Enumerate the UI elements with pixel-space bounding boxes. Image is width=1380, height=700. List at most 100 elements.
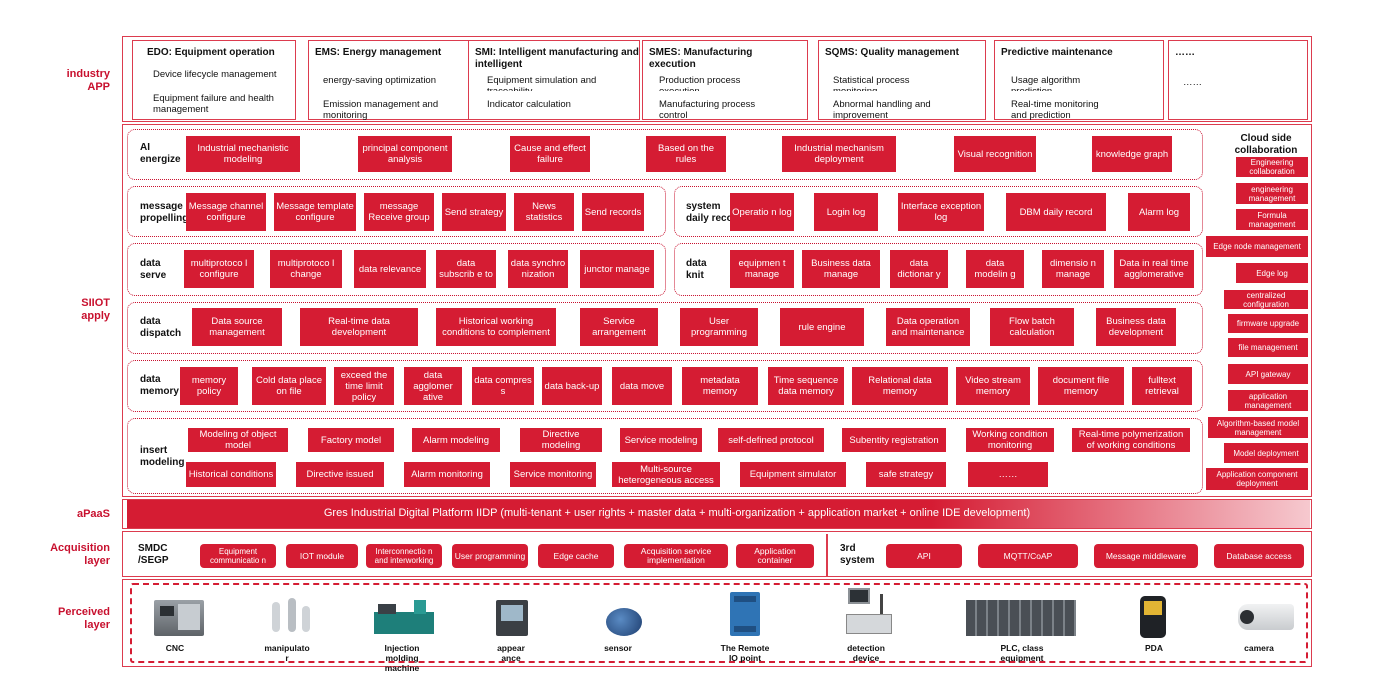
- insert-equipment-simulator[interactable]: Equipment simulator: [740, 462, 846, 487]
- cloud-centralized-configuration[interactable]: centralized configuration: [1224, 290, 1308, 309]
- memory-document-file[interactable]: document file memory: [1038, 367, 1124, 405]
- dispatch-flow-batch-calculation[interactable]: Flow batch calculation: [990, 308, 1074, 346]
- memory-policy[interactable]: memory policy: [180, 367, 238, 405]
- ai-industrial-mechanistic-modeling[interactable]: Industrial mechanistic modeling: [186, 136, 300, 172]
- acq-api[interactable]: API: [886, 544, 962, 568]
- memory-metadata-memory[interactable]: metadata memory: [682, 367, 758, 405]
- dispatch-data-operation-maintenance[interactable]: Data operation and maintenance: [886, 308, 970, 346]
- ai-cause-effect-failure[interactable]: Cause and effect failure: [510, 136, 590, 172]
- insert-safe-strategy[interactable]: safe strategy: [866, 462, 946, 487]
- acq-mqtt-coap[interactable]: MQTT/CoAP: [978, 544, 1078, 568]
- insert-more[interactable]: ……: [968, 462, 1048, 487]
- memory-data-agglomerative[interactable]: data agglomer ative: [404, 367, 462, 405]
- insert-service-monitoring[interactable]: Service monitoring: [510, 462, 596, 487]
- message-receive-group[interactable]: message Receive group: [364, 193, 434, 231]
- system-alarm-log[interactable]: Alarm log: [1128, 193, 1190, 231]
- acq-database-access[interactable]: Database access: [1214, 544, 1304, 568]
- insert-factory-model[interactable]: Factory model: [308, 428, 394, 452]
- ai-based-on-rules[interactable]: Based on the rules: [646, 136, 726, 172]
- acq-edge-cache[interactable]: Edge cache: [538, 544, 614, 568]
- cloud-formula-management[interactable]: Formula management: [1236, 209, 1308, 230]
- insert-alarm-modeling[interactable]: Alarm modeling: [412, 428, 500, 452]
- app-card-predictive[interactable]: Predictive maintenance Usage algorithm p…: [994, 40, 1164, 121]
- knit-data-realtime-agglomerative[interactable]: Data in real time agglomerative: [1114, 250, 1194, 288]
- insert-service-modeling[interactable]: Service modeling: [620, 428, 702, 452]
- memory-exceed-time-limit-policy[interactable]: exceed the time limit policy: [334, 367, 394, 405]
- cloud-engineering-collaboration[interactable]: Engineering collaboration: [1236, 157, 1308, 177]
- knit-dimension-manage[interactable]: dimensio n manage: [1042, 250, 1104, 288]
- message-channel-configure[interactable]: Message channel configure: [186, 193, 266, 231]
- message-template-configure[interactable]: Message template configure: [274, 193, 356, 231]
- dispatch-data-source-management[interactable]: Data source management: [192, 308, 282, 346]
- memory-data-compress[interactable]: data compres s: [472, 367, 534, 405]
- system-operation-log[interactable]: Operatio n log: [730, 193, 794, 231]
- app-card-ems[interactable]: EMS: Energy management energy-saving opt…: [308, 40, 470, 121]
- app-card-sqms[interactable]: SQMS: Quality management Statistical pro…: [818, 40, 986, 121]
- cloud-engineering-management[interactable]: engineering management: [1236, 183, 1308, 204]
- knit-equipment-manage[interactable]: equipmen t manage: [730, 250, 794, 288]
- cloud-edge-log[interactable]: Edge log: [1236, 263, 1308, 283]
- system-interface-exception-log[interactable]: Interface exception log: [898, 193, 984, 231]
- serve-multiprotocol-change[interactable]: multiprotoco l change: [270, 250, 342, 288]
- memory-fulltext-retrieval[interactable]: fulltext retrieval: [1132, 367, 1192, 405]
- serve-data-relevance[interactable]: data relevance: [354, 250, 426, 288]
- memory-data-move[interactable]: data move: [612, 367, 672, 405]
- memory-video-stream[interactable]: Video stream memory: [956, 367, 1030, 405]
- dispatch-service-arrangement[interactable]: Service arrangement: [580, 308, 658, 346]
- message-send-strategy[interactable]: Send strategy: [442, 193, 506, 231]
- message-news-statistics[interactable]: News statistics: [514, 193, 574, 231]
- system-login-log[interactable]: Login log: [814, 193, 878, 231]
- insert-directive-issued[interactable]: Directive issued: [296, 462, 384, 487]
- insert-subentity-registration[interactable]: Subentity registration: [842, 428, 946, 452]
- knit-business-data-manage[interactable]: Business data manage: [802, 250, 880, 288]
- knit-data-modeling[interactable]: data modelin g: [966, 250, 1024, 288]
- memory-time-sequence-data[interactable]: Time sequence data memory: [768, 367, 844, 405]
- acq-application-container[interactable]: Application container: [736, 544, 814, 568]
- serve-junctor-manage[interactable]: junctor manage: [580, 250, 654, 288]
- acq-user-programming[interactable]: User programming: [452, 544, 528, 568]
- insert-object-model[interactable]: Modeling of object model: [188, 428, 288, 452]
- cloud-firmware-upgrade[interactable]: firmware upgrade: [1228, 314, 1308, 333]
- acq-equipment-communication[interactable]: Equipment communicatio n: [200, 544, 276, 568]
- acq-message-middleware[interactable]: Message middleware: [1094, 544, 1198, 568]
- dispatch-user-programming[interactable]: User programming: [680, 308, 758, 346]
- message-send-records[interactable]: Send records: [582, 193, 644, 231]
- insert-working-condition-monitoring[interactable]: Working condition monitoring: [966, 428, 1054, 452]
- insert-directive-modeling[interactable]: Directive modeling: [520, 428, 602, 452]
- dispatch-rule-engine[interactable]: rule engine: [780, 308, 864, 346]
- cloud-application-management[interactable]: application management: [1228, 390, 1308, 411]
- serve-data-subscribe[interactable]: data subscrib e to: [436, 250, 496, 288]
- memory-data-backup[interactable]: data back-up: [542, 367, 602, 405]
- app-card-smi[interactable]: SMI: Intelligent manufacturing and intel…: [468, 40, 640, 120]
- cloud-model-deployment[interactable]: Model deployment: [1224, 443, 1308, 463]
- knit-data-dictionary[interactable]: data dictionar y: [890, 250, 948, 288]
- app-card-more[interactable]: …… ……: [1168, 40, 1308, 120]
- serve-multiprotocol-configure[interactable]: multiprotoco l configure: [184, 250, 254, 288]
- system-dbm-daily-record[interactable]: DBM daily record: [1006, 193, 1106, 231]
- dispatch-historical-conditions-complement[interactable]: Historical working conditions to complem…: [436, 308, 556, 346]
- cloud-application-component-deployment[interactable]: Application component deployment: [1206, 468, 1308, 490]
- dispatch-business-data-development[interactable]: Business data development: [1096, 308, 1176, 346]
- cloud-api-gateway[interactable]: API gateway: [1228, 364, 1308, 384]
- insert-realtime-polymerization[interactable]: Real-time polymerization of working cond…: [1072, 428, 1190, 452]
- insert-multisource-access[interactable]: Multi-source heterogeneous access: [612, 462, 720, 487]
- memory-relational-data[interactable]: Relational data memory: [852, 367, 948, 405]
- cloud-file-management[interactable]: file management: [1228, 338, 1308, 357]
- memory-cold-data-place-on-file[interactable]: Cold data place on file: [252, 367, 326, 405]
- app-card-edo[interactable]: EDO: Equipment operation Device lifecycl…: [132, 40, 296, 120]
- ai-knowledge-graph[interactable]: knowledge graph: [1092, 136, 1172, 172]
- acq-iot-module[interactable]: IOT module: [286, 544, 358, 568]
- acq-service-implementation[interactable]: Acquisition service implementation: [624, 544, 728, 568]
- cloud-edge-node-management[interactable]: Edge node management: [1206, 236, 1308, 257]
- app-card-smes[interactable]: SMES: Manufacturing execution Production…: [642, 40, 808, 121]
- dispatch-realtime-data-development[interactable]: Real-time data development: [300, 308, 418, 346]
- insert-alarm-monitoring[interactable]: Alarm monitoring: [404, 462, 490, 487]
- ai-industrial-mechanism-deployment[interactable]: Industrial mechanism deployment: [782, 136, 896, 172]
- ai-visual-recognition[interactable]: Visual recognition: [954, 136, 1036, 172]
- insert-historical-conditions[interactable]: Historical conditions: [186, 462, 276, 487]
- ai-principal-component-analysis[interactable]: principal component analysis: [358, 136, 452, 172]
- insert-self-defined-protocol[interactable]: self-defined protocol: [718, 428, 824, 452]
- cloud-algorithm-model-management[interactable]: Algorithm-based model management: [1208, 417, 1308, 438]
- acq-interconnection-interworking[interactable]: Interconnectio n and interworking: [366, 544, 442, 568]
- serve-data-synchronization[interactable]: data synchro nization: [508, 250, 568, 288]
